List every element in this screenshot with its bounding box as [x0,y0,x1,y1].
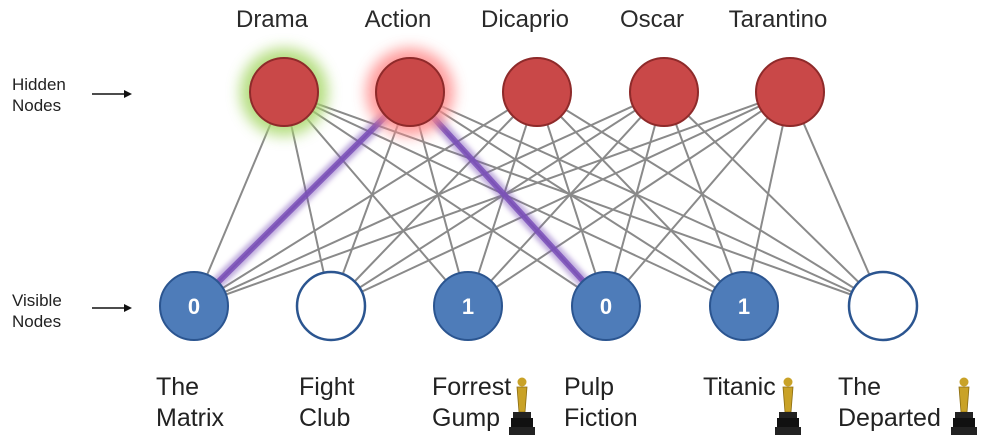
oscar-statuette-icon [775,377,801,435]
visible-node-circle [433,271,503,341]
edge-line [663,91,745,307]
edge-line [409,91,884,307]
movie-title-line: Club [299,404,351,432]
edge-line [605,91,665,307]
movie-title-line: Titanic [703,373,776,401]
hidden-node-circle [629,57,699,127]
edges-layer [193,91,884,307]
arrow-right-icon [92,90,132,98]
arrow-right-icon [92,304,132,312]
hidden-node: Action [365,6,454,136]
visible-node: 1 [433,271,503,341]
edge-line [193,91,665,307]
edge-line [330,91,538,307]
oscar-statuette-icon [509,377,535,435]
edge-line [193,91,538,307]
edge-line [409,91,745,307]
edge-line [789,91,884,307]
movie-title-line [703,403,776,434]
visible-nodes-layer: 0 1 0 1 [159,270,919,342]
visible-node-circle [571,271,641,341]
edge-line [743,91,791,307]
edge-line [283,91,884,307]
visible-node-circle [847,270,919,342]
visible-node-value: 0 [600,294,612,319]
hidden-nodes-layer: Drama Action Dicaprio Oscar Tarantino [236,6,827,136]
edge-line [467,91,791,307]
edge-line [330,91,791,307]
visible-node: 0 [571,271,641,341]
edge-line [605,91,791,307]
movie-title-line: Forrest [432,373,512,401]
edge-line [283,91,607,307]
movie-title-line: Fight [299,373,355,401]
edge-line [536,91,884,307]
hidden-node: Tarantino [729,6,828,127]
hidden-node-label: Tarantino [729,6,828,33]
visible-node-circle [159,271,229,341]
visible-node [295,270,367,342]
arrows-layer [92,90,132,312]
hidden-node-circle [249,57,319,127]
edge-line [536,91,745,307]
edge-line [330,91,665,307]
visible-nodes-label: Visible Nodes [12,290,62,332]
highlighted-edge [189,87,415,311]
edge-line [663,91,884,307]
hidden-nodes-label-line1: Hidden [12,75,66,94]
visible-nodes-label-line1: Visible [12,291,62,310]
hidden-node-circle [502,57,572,127]
movie-title-line: Departed [838,404,941,432]
visible-nodes-label-line2: Nodes [12,312,62,331]
movie-title-line: Matrix [156,404,225,432]
visible-node: 0 [159,271,229,341]
movie-title-line: Gump [432,404,501,432]
visible-node-circle [709,271,779,341]
movie-title-line: The [156,373,200,401]
highlighted-edge [405,87,611,311]
movie-title-line: Fiction [564,404,638,432]
edge-line [467,91,665,307]
oscar-statuette-icon [951,377,977,435]
visible-node: 1 [709,271,779,341]
edge-line [193,91,791,307]
edge-line [283,91,469,307]
visible-node-circle [295,270,367,342]
edge-line [536,91,607,307]
hidden-node-circle [755,57,825,127]
movie-title-line: The [838,373,882,401]
movie-title-line: Pulp [564,373,615,401]
movie-title: Titanic [703,372,776,434]
visible-node [847,270,919,342]
hidden-node: Drama [236,6,328,136]
highlighted-edges-layer [189,87,611,311]
hidden-node-label: Drama [236,6,309,33]
hidden-node: Oscar [620,6,699,127]
hidden-nodes-label: Hidden Nodes [12,74,66,116]
hidden-node: Dicaprio [481,6,572,127]
visible-node-value: 1 [462,294,474,319]
hidden-nodes-label-line2: Nodes [12,96,62,115]
hidden-node-label: Dicaprio [481,6,569,33]
oscar-icons-layer [509,377,977,435]
visible-node-value: 0 [188,294,200,319]
visible-node-value: 1 [738,294,750,319]
hidden-node-label: Oscar [620,6,684,33]
hidden-node-label: Action [365,6,432,33]
hidden-node-circle [375,57,445,127]
